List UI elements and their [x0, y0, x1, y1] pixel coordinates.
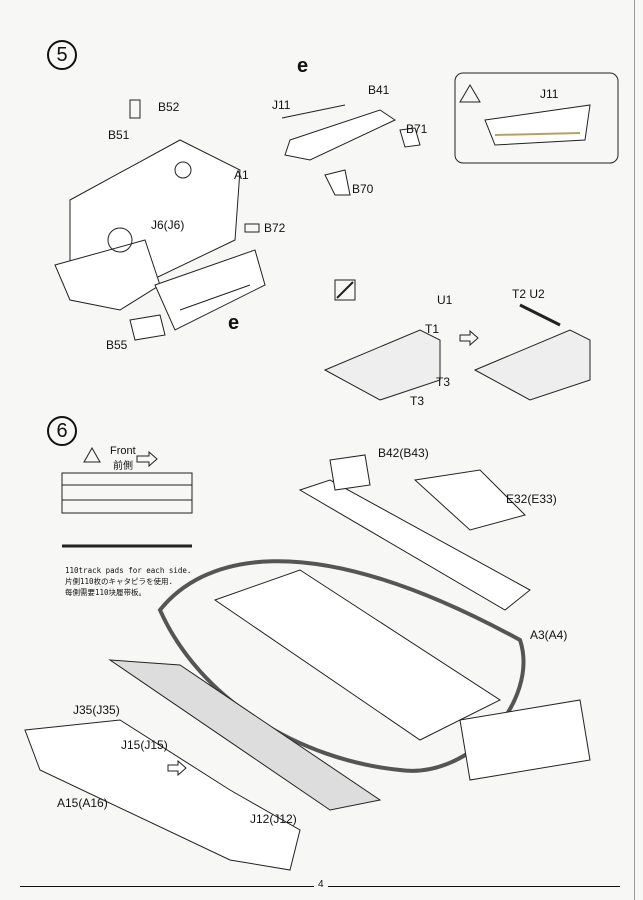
- front-label-jp: 前側: [113, 461, 133, 472]
- label-t3-right: T3: [436, 375, 451, 389]
- note-line-cn: 每側需要110块履带板。: [65, 588, 147, 597]
- hull-drawing: [157, 454, 591, 781]
- label-b72: B72: [264, 221, 286, 235]
- label-u1: U1: [437, 293, 453, 307]
- label-b41: B41: [368, 83, 390, 97]
- label-j6: J6(J6): [151, 218, 185, 232]
- label-b71: B71: [406, 122, 428, 136]
- front-label-en: Front: [110, 445, 136, 457]
- step-6-marker: 6: [47, 416, 77, 446]
- fender-drawing: [281, 104, 421, 196]
- step-5-marker: 5: [47, 40, 77, 70]
- page-edge: [634, 0, 635, 900]
- label-a3: A3(A4): [530, 628, 568, 642]
- label-a15: A15(A16): [57, 796, 108, 810]
- note-line-jp: 片側110枚のキャタピラを使用.: [65, 577, 174, 586]
- label-e-top: e: [297, 55, 309, 77]
- warning-inset: [454, 72, 619, 164]
- label-b42: B42(B43): [378, 446, 429, 460]
- label-j35: J35(J35): [73, 703, 120, 717]
- warning-icon-small: [83, 446, 101, 463]
- label-e32: E32(E33): [506, 492, 557, 506]
- label-j15: J15(J15): [121, 738, 168, 752]
- label-t1: T1: [425, 322, 440, 336]
- belly-plate-drawing: [24, 659, 382, 871]
- label-j12: J12(J12): [250, 812, 297, 826]
- label-warning-j11: J11: [540, 87, 559, 101]
- label-b70: B70: [352, 182, 374, 196]
- page-number: 4: [314, 879, 328, 890]
- track-jig-drawing: [323, 279, 591, 401]
- label-t2-u2: T2 U2: [512, 287, 545, 301]
- label-b51: B51: [108, 128, 130, 142]
- label-e-bottom: e: [228, 312, 240, 334]
- label-a1: A1: [234, 168, 249, 182]
- label-j11: J11: [272, 98, 291, 112]
- hull-side-panel-drawing: [54, 99, 266, 341]
- label-b55: B55: [106, 338, 128, 352]
- note-line-en: 110track pads for each side.: [65, 566, 192, 575]
- label-t3-bottom: T3: [410, 394, 425, 408]
- track-pad-pattern: [61, 472, 193, 548]
- label-b52: B52: [158, 100, 180, 114]
- warning-icon: [459, 84, 481, 103]
- track-note: 110track pads for each side. 片側110枚のキャタピ…: [65, 565, 191, 598]
